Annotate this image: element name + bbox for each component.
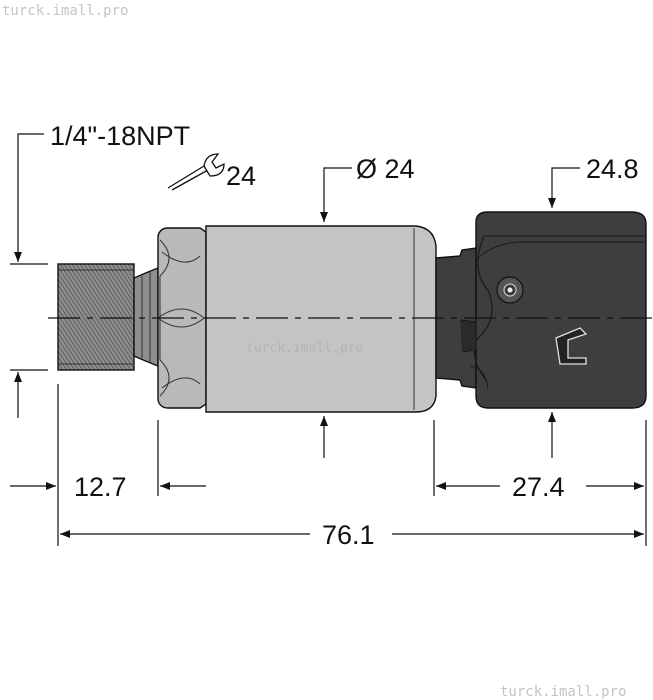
connector-length-dimension: 27.4 bbox=[436, 472, 644, 502]
screw bbox=[496, 276, 524, 304]
connector-housing bbox=[459, 211, 647, 409]
sensor bbox=[57, 211, 647, 413]
thread-length-dimension: 12.7 bbox=[10, 472, 206, 502]
thread-length-label: 12.7 bbox=[74, 472, 127, 502]
watermark-center: turck.imall.pro bbox=[246, 341, 363, 356]
wrench-size-label: 24 bbox=[226, 161, 256, 191]
overall-length-dimension: 76.1 bbox=[60, 520, 644, 550]
wrench-callout: 24 bbox=[167, 153, 256, 191]
diameter-label: Ø 24 bbox=[356, 154, 415, 184]
wrench-icon bbox=[167, 153, 225, 191]
overall-length-label: 76.1 bbox=[322, 520, 375, 550]
thread-section bbox=[57, 263, 135, 371]
neck bbox=[133, 266, 159, 368]
diameter-dimension: Ø 24 bbox=[320, 154, 415, 458]
thread-callout: 1/4"-18NPT bbox=[10, 121, 190, 418]
main-body bbox=[205, 225, 437, 413]
watermark-bottom: turck.imall.pro bbox=[500, 684, 626, 700]
watermark-top: turck.imall.pro bbox=[2, 3, 128, 19]
connector-length-label: 27.4 bbox=[512, 472, 565, 502]
extension-lines bbox=[57, 384, 647, 546]
thread-size-label: 1/4"-18NPT bbox=[50, 121, 190, 151]
connector-width-dimension: 24.8 bbox=[548, 154, 639, 458]
connector-width-label: 24.8 bbox=[586, 154, 639, 184]
latch-clip bbox=[555, 327, 588, 365]
